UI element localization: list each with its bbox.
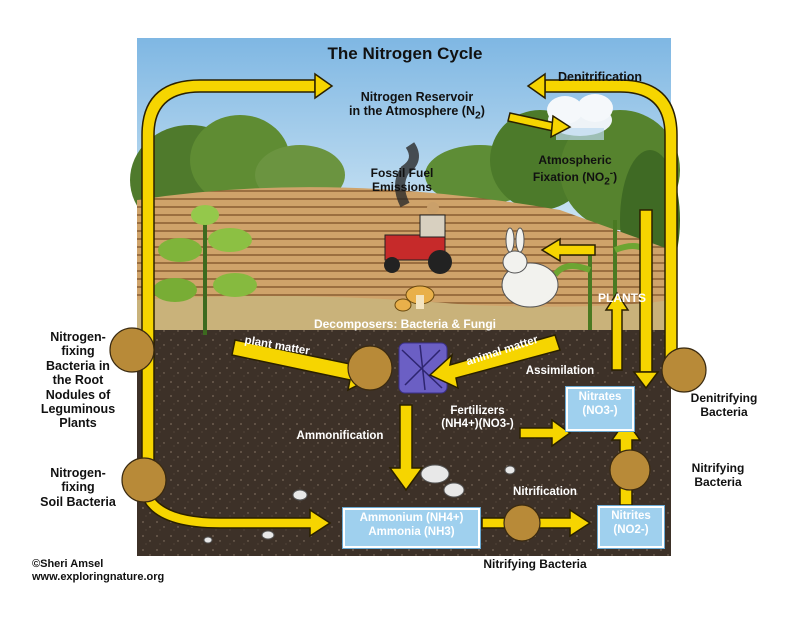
denit-line2: Bacteria (700, 404, 748, 419)
soil-bacteria (121, 457, 167, 503)
root-line6: Leguminous (40, 401, 116, 416)
root-line2: fixing (61, 344, 95, 359)
box-nitrates: Nitrates (NO3-) (566, 387, 634, 431)
reservoir-subscript: 2 (474, 110, 481, 122)
fertilizers-line1: Fertilizers (450, 405, 505, 417)
arrow-denitrification (544, 79, 678, 371)
arrow-ammonification (388, 404, 424, 492)
nitrates-line1: Nitrates (578, 391, 622, 403)
label-plants: PLANTS (598, 291, 646, 305)
box-ammonium: Ammonium (NH4+) Ammonia (NH3) (343, 508, 480, 548)
bacteria-nodules (109, 327, 707, 542)
arrow-plants-to-rabbit (540, 237, 596, 263)
nitrites-line1: Nitrites (611, 510, 651, 522)
root-nodule-bacteria (109, 327, 155, 373)
label-denitrifying-bacteria: Denitrifying Bacteria (676, 391, 772, 420)
arrow-to-fixation-head (550, 114, 572, 139)
soil-rocks (203, 464, 516, 544)
denit-line1: Denitrifying (690, 391, 758, 405)
root-line3: Bacteria in (46, 358, 110, 373)
label-nitrogen-fixing-soil: Nitrogen- fixing Soil Bacteria (28, 466, 128, 509)
nitrates-line2: (NO3-) (582, 404, 618, 417)
denitrifying-bacteria-nodule (661, 347, 707, 393)
soil-line3: Soil Bacteria (40, 494, 116, 509)
rabbit-illustration (501, 227, 559, 308)
label-nitrogen-reservoir: Nitrogen Reservoir in the Atmosphere (N2… (322, 90, 512, 123)
box-nitrites: Nitrites (NO2-) (598, 506, 664, 548)
arrow-animal-matter (428, 334, 561, 390)
reservoir-end: ) (480, 104, 485, 119)
credit-line2: www.exploringnature.org (32, 570, 165, 583)
root-line4: the Root (52, 373, 104, 388)
label-nitrification: Nitrification (513, 486, 577, 498)
fossil-line1: Fossil Fuel (370, 166, 434, 180)
fertilizers-line2: (NH4+)(NO3-) (441, 418, 514, 431)
atmo-fix-line2: Fixation (NO (532, 169, 605, 184)
nitrifying-bacteria-nodule-bottom (503, 504, 541, 542)
ammonium-line1: Ammonium (NH4+) (359, 512, 464, 524)
fossil-line2: Emissions (371, 179, 433, 194)
arrow-denitrification-head (526, 72, 546, 100)
root-line7: Plants (59, 416, 97, 431)
arrow-fixation-down-head (632, 371, 660, 390)
nitrif-line1: Nitrifying (691, 461, 745, 475)
legume-plant (153, 205, 257, 335)
label-ammonification: Ammonification (296, 430, 384, 442)
atmo-fix-end: ) (613, 169, 618, 184)
label-denitrification: Denitrification (557, 70, 643, 84)
root-line1: Nitrogen- (50, 330, 106, 344)
cycle-arrows (139, 72, 678, 538)
soil-line2: fixing (61, 480, 95, 495)
label-nitrifying-bacteria-bottom: Nitrifying Bacteria (483, 557, 587, 571)
soil-line1: Nitrogen- (50, 466, 106, 480)
label-fossil-fuel: Fossil Fuel Emissions (352, 166, 452, 195)
credit: ©Sheri Amsel www.exploringnature.org (32, 558, 164, 583)
nitrites-line2: (NO2-) (613, 523, 649, 536)
decomposer-bacteria (347, 345, 393, 391)
label-atmospheric-fixation: Atmospheric Fixation (NO2-) (520, 153, 630, 188)
label-decomposers: Decomposers: Bacteria & Fungi (313, 317, 497, 331)
arrow-left-loop-head (314, 72, 334, 100)
atmo-fix-sub: 2 (604, 176, 610, 188)
atmo-fix-line1: Atmospheric (538, 153, 612, 167)
arrow-soil-bacteria (139, 489, 332, 538)
root-line5: Nodules of (45, 387, 111, 402)
arrow-fertilizers (519, 418, 572, 448)
reservoir-line2: in the Atmosphere (N (349, 104, 475, 119)
arrow-to-plants (604, 291, 630, 371)
credit-line1: ©Sheri Amsel (32, 558, 104, 570)
tractor-illustration (384, 142, 452, 274)
label-nitrifying-bacteria-right: Nitrifying Bacteria (676, 461, 760, 490)
nitrifying-bacteria-nodule-right (609, 449, 651, 491)
label-nitrogen-fixing-root: Nitrogen- fixing Bacteria in the Root No… (28, 330, 128, 431)
atmo-fix-sup: - (609, 167, 614, 179)
mushrooms-illustration (394, 285, 435, 312)
diagram-title: The Nitrogen Cycle (327, 44, 483, 63)
reservoir-line1: Nitrogen Reservoir (360, 90, 474, 104)
label-fertilizers: Fertilizers (NH4+)(NO3-) (430, 405, 525, 431)
label-assimilation: Assimilation (525, 365, 595, 377)
ground-strip (137, 296, 671, 335)
ammonium-line2: Ammonia (NH3) (368, 525, 455, 538)
nitrif-line2: Bacteria (694, 474, 742, 489)
